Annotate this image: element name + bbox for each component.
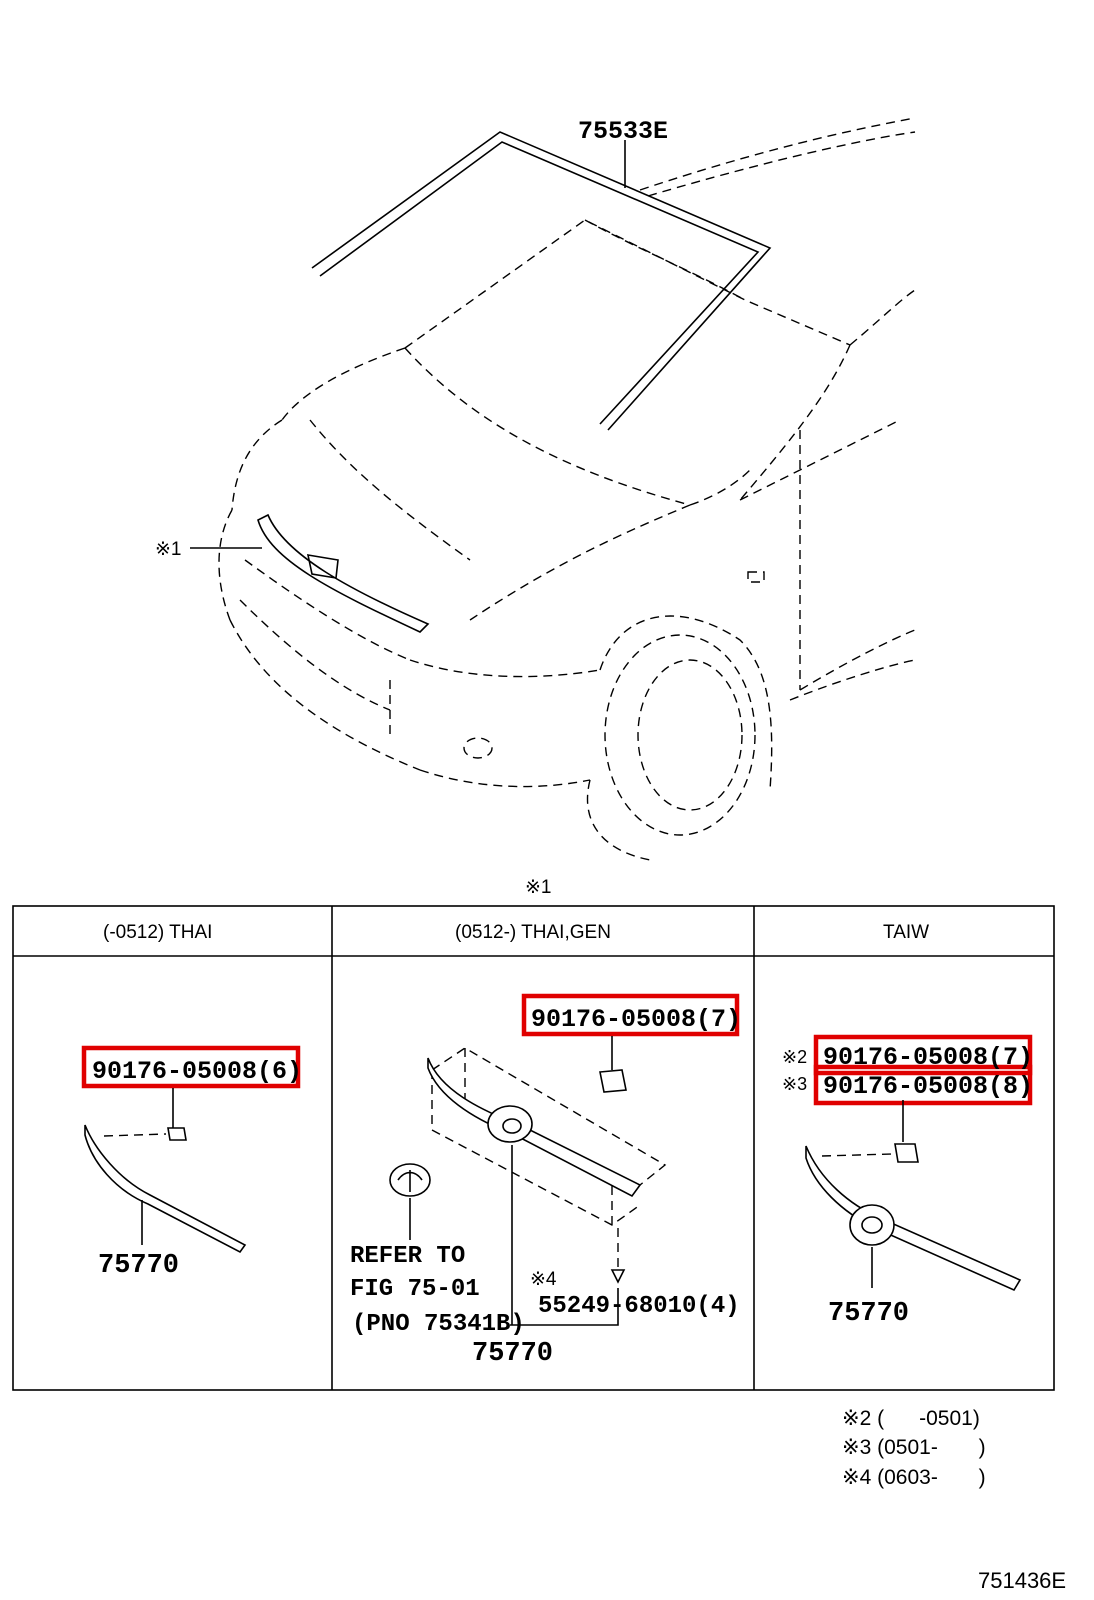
refer-line-2: FIG 75-01 (350, 1276, 480, 1303)
highlight-box-col3-a (813, 1034, 1033, 1076)
column-header-3: TAIW (883, 922, 929, 943)
col1-bolt-icon (167, 1088, 187, 1141)
col2-grille-part (427, 1047, 667, 1226)
table-marker: ※1 (525, 877, 552, 898)
parts-table (12, 905, 1055, 1391)
refer-line-3: (PNO 75341B) (352, 1311, 525, 1338)
marker-note3: ※3 (782, 1074, 807, 1094)
column-header-1: (-0512) THAI (103, 922, 212, 943)
col3-grille-part (805, 1145, 1022, 1292)
highlight-box-col3-b (813, 1064, 1033, 1106)
col2-bolt-icon (599, 1036, 627, 1093)
note4-marker: ※4 (530, 1269, 557, 1290)
col1-molding-part (84, 1124, 247, 1254)
footnote-4: ※4 (0603- ) (842, 1466, 986, 1489)
footnote-3: ※3 (0501- ) (842, 1436, 986, 1459)
highlight-box-col1 (81, 1045, 301, 1089)
emblem-icon (389, 1163, 431, 1197)
callout-note1: ※1 (155, 539, 182, 560)
col2-bolt-label: 90176-05008(7) (531, 1005, 741, 1034)
marker-note2: ※2 (782, 1047, 807, 1067)
col3-bolt-label-a: 90176-05008(7) (823, 1043, 1033, 1072)
highlight-box-col2 (521, 993, 740, 1037)
col3-part-number: 75770 (828, 1299, 909, 1329)
col1-part-number: 75770 (98, 1251, 179, 1281)
col1-bolt-label: 90176-05008(6) (92, 1057, 302, 1086)
col3-bolt-label-b: 90176-05008(8) (823, 1072, 1033, 1101)
col2-part-number: 75770 (472, 1339, 553, 1369)
callout-75533E: 75533E (578, 117, 668, 146)
vehicle-illustration (190, 117, 916, 861)
column-header-2: (0512-) THAI,GEN (455, 922, 611, 943)
col2-clip-label: 55249-68010(4) (538, 1293, 740, 1320)
refer-line-1: REFER TO (350, 1243, 465, 1270)
col3-bolt-icon (894, 1100, 919, 1163)
figure-id: 751436E (978, 1568, 1066, 1593)
footnote-2: ※2 ( -0501) (842, 1407, 980, 1430)
